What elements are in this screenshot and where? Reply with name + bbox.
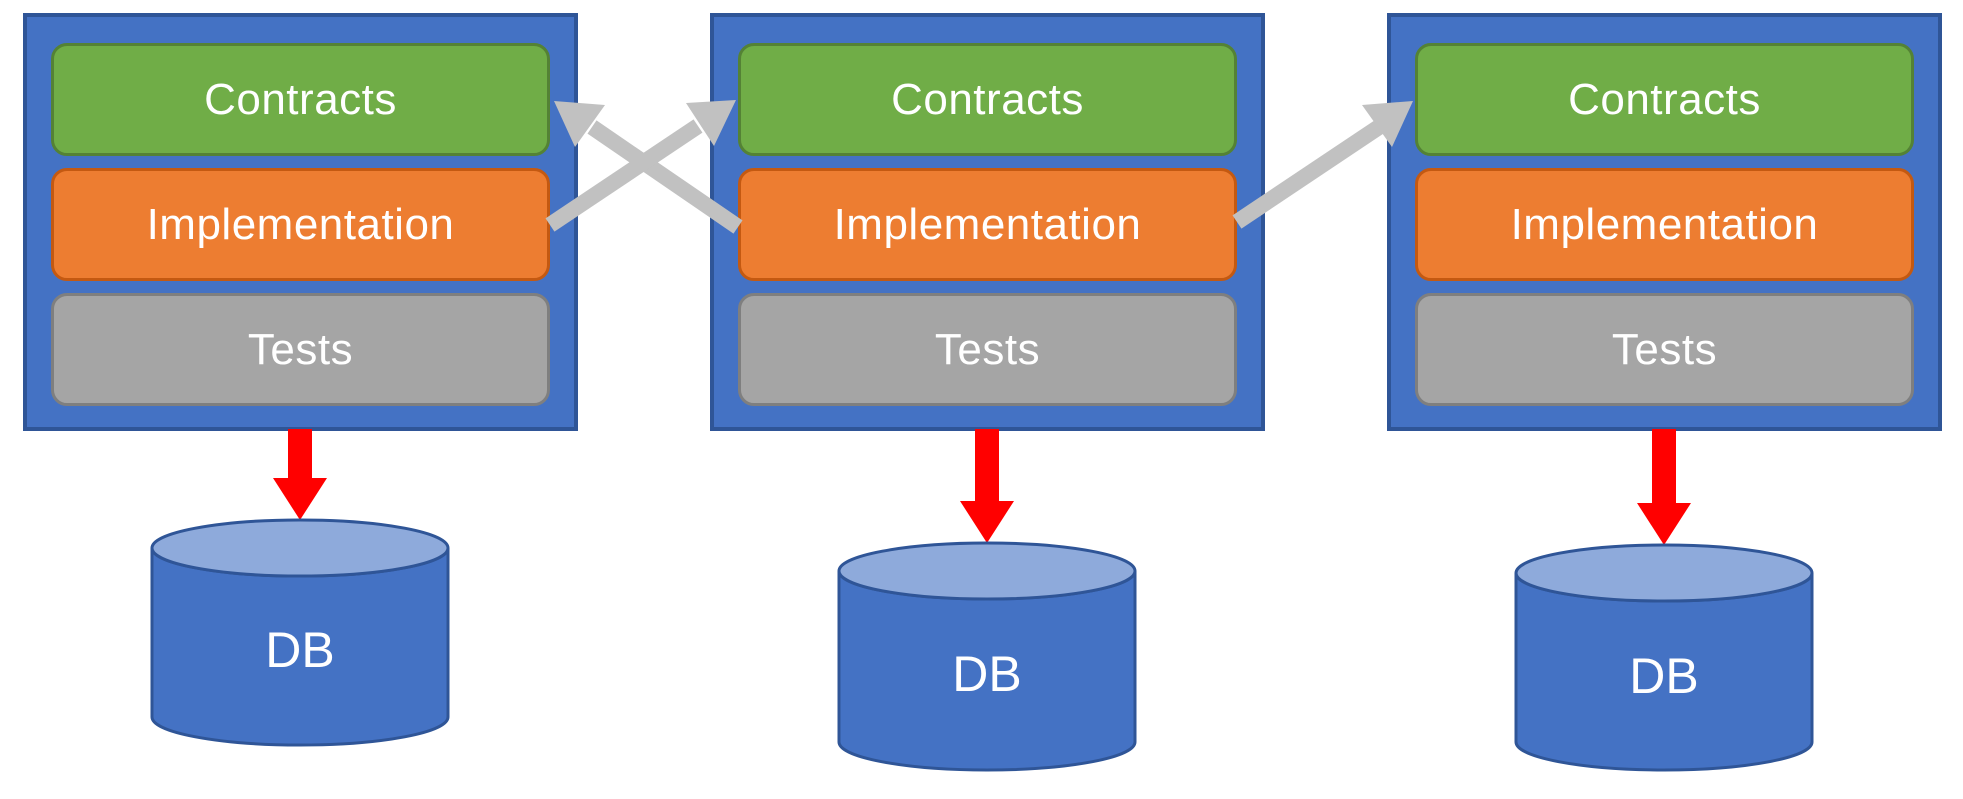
database-cylinder-1: DB	[150, 518, 450, 747]
layer-contracts: Contracts	[738, 43, 1237, 156]
layer-contracts-label: Contracts	[891, 74, 1084, 124]
layer-tests: Tests	[738, 293, 1237, 406]
service-box-3: Contracts Implementation Tests	[1387, 13, 1942, 431]
layer-contracts-label: Contracts	[204, 74, 397, 124]
layer-implementation-label: Implementation	[146, 199, 455, 249]
layer-implementation-label: Implementation	[1510, 199, 1819, 249]
layer-tests: Tests	[51, 293, 550, 406]
layer-contracts: Contracts	[1415, 43, 1914, 156]
layer-implementation: Implementation	[738, 168, 1237, 281]
layer-contracts: Contracts	[51, 43, 550, 156]
db-arrow-2	[960, 429, 1014, 543]
layer-tests: Tests	[1415, 293, 1914, 406]
layer-implementation: Implementation	[51, 168, 550, 281]
db-arrow-3	[1637, 429, 1691, 545]
layer-tests-label: Tests	[247, 324, 354, 374]
layer-implementation-label: Implementation	[833, 199, 1142, 249]
db-label: DB	[952, 646, 1021, 702]
layer-contracts-label: Contracts	[1568, 74, 1761, 124]
database-cylinder-3: DB	[1514, 543, 1814, 772]
layer-tests-label: Tests	[1611, 324, 1718, 374]
service-box-2: Contracts Implementation Tests	[710, 13, 1265, 431]
service-box-1: Contracts Implementation Tests	[23, 13, 578, 431]
db-label: DB	[265, 622, 334, 678]
db-arrow-1	[273, 429, 327, 520]
layer-tests-label: Tests	[934, 324, 1041, 374]
layer-implementation: Implementation	[1415, 168, 1914, 281]
database-cylinder-2: DB	[837, 541, 1137, 772]
db-label: DB	[1629, 648, 1698, 704]
